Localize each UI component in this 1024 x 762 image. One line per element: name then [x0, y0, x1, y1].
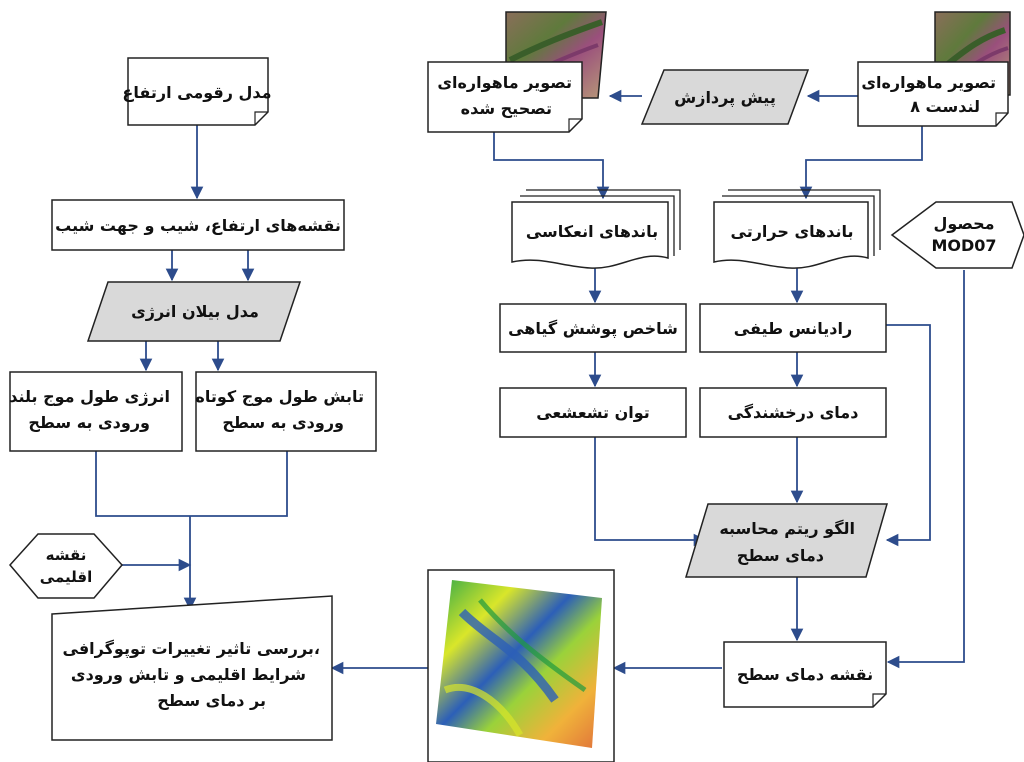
node-final-analysis-line3: بر دمای سطح [157, 691, 266, 710]
node-brightness-temp-label: دمای درخشندگی [728, 403, 859, 422]
node-spectral-radiance: رادیانس طیفی [699, 303, 887, 353]
node-reflective-bands-label: باندهای انعکاسی [526, 222, 658, 241]
node-landsat-image-line2: لندست ۸ [910, 97, 980, 116]
node-lst-algorithm-line2: دمای سطح [737, 546, 824, 565]
arrow-landsat-to-thermal [799, 126, 923, 200]
node-longwave: انرژی طول موج بلند ورودی به سطح [9, 371, 183, 452]
node-ndvi-label: شاخص پوشش گیاهی [508, 319, 678, 339]
node-lst-algorithm: الگو ریتم محاسبه دمای سطح [684, 503, 888, 578]
arrow-radiance-to-algorithm [885, 324, 931, 547]
node-energy-balance: مدل بیلان انرژی [86, 281, 302, 342]
node-lst-map-label: نقشه دمای سطح [737, 665, 873, 684]
node-mod07: محصول MOD07 [890, 201, 1024, 269]
arrow-emissivity-to-algorithm [594, 437, 707, 547]
line-longwave-merge [95, 451, 190, 517]
node-corrected-image: تصویر ماهواره‌ای تصحیح شده [427, 61, 583, 133]
node-lst-map: نقشه دمای سطح [723, 641, 887, 708]
node-climate-map-line1: نقشه [46, 546, 87, 564]
node-lst-algorithm-line1: الگو ریتم محاسبه [719, 519, 855, 538]
node-emissivity: توان تشعشعی [499, 387, 687, 438]
node-final-analysis: بررسی تاثیر تغییرات توپوگرافی، شرایط اقل… [51, 595, 333, 741]
node-mod07-line2: MOD07 [931, 236, 996, 255]
node-topo-maps-label: نقشه‌های ارتفاع، شیب و جهت شیب [55, 216, 341, 235]
node-corrected-image-line1: تصویر ماهواره‌ای [437, 73, 572, 92]
node-ndvi: شاخص پوشش گیاهی [499, 303, 687, 353]
node-preprocessing-label: پیش پردازش [674, 88, 776, 108]
node-corrected-image-line2: تصحیح شده [461, 99, 552, 118]
node-final-analysis-line1: بررسی تاثیر تغییرات توپوگرافی، [63, 639, 321, 659]
node-climate-map: نقشه اقلیمی [9, 533, 123, 599]
connectors [95, 89, 965, 675]
node-thermal-bands-label: باندهای حرارتی [731, 222, 854, 241]
node-longwave-line1: انرژی طول موج بلند [9, 387, 170, 406]
node-mod07-line1: محصول [933, 214, 994, 233]
arrow-mod07-to-lstmap [886, 270, 965, 669]
node-topo-maps: نقشه‌های ارتفاع، شیب و جهت شیب [51, 199, 345, 251]
node-dem-label: مدل رقومی ارتفاع [122, 83, 271, 102]
node-reflective-bands: باندهای انعکاسی [511, 189, 681, 269]
node-dem: مدل رقومی ارتفاع [122, 57, 272, 126]
node-spectral-radiance-label: رادیانس طیفی [734, 319, 852, 338]
lst-map-thumbnail [427, 569, 615, 762]
node-emissivity-label: توان تشعشعی [536, 403, 650, 422]
arrow-corrected-to-reflective [493, 132, 610, 200]
line-shortwave-merge [190, 451, 288, 517]
node-energy-balance-label: مدل بیلان انرژی [131, 302, 259, 321]
node-thermal-bands: باندهای حرارتی [713, 189, 881, 269]
node-shortwave-line2: ورودی به سطح [222, 413, 344, 432]
node-landsat-image: تصویر ماهواره‌ای لندست ۸ [857, 61, 1009, 127]
node-shortwave: تابش طول موج کوتاه ورودی به سطح [195, 371, 377, 452]
node-final-analysis-line2: شرایط اقلیمی و تابش ورودی [71, 665, 306, 684]
node-preprocessing: پیش پردازش [640, 69, 810, 125]
node-climate-map-line2: اقلیمی [40, 568, 92, 586]
node-longwave-line2: ورودی به سطح [28, 413, 150, 432]
node-landsat-image-line1: تصویر ماهواره‌ای [861, 73, 996, 92]
node-shortwave-line1: تابش طول موج کوتاه [195, 387, 364, 406]
node-brightness-temp: دمای درخشندگی [699, 387, 887, 438]
